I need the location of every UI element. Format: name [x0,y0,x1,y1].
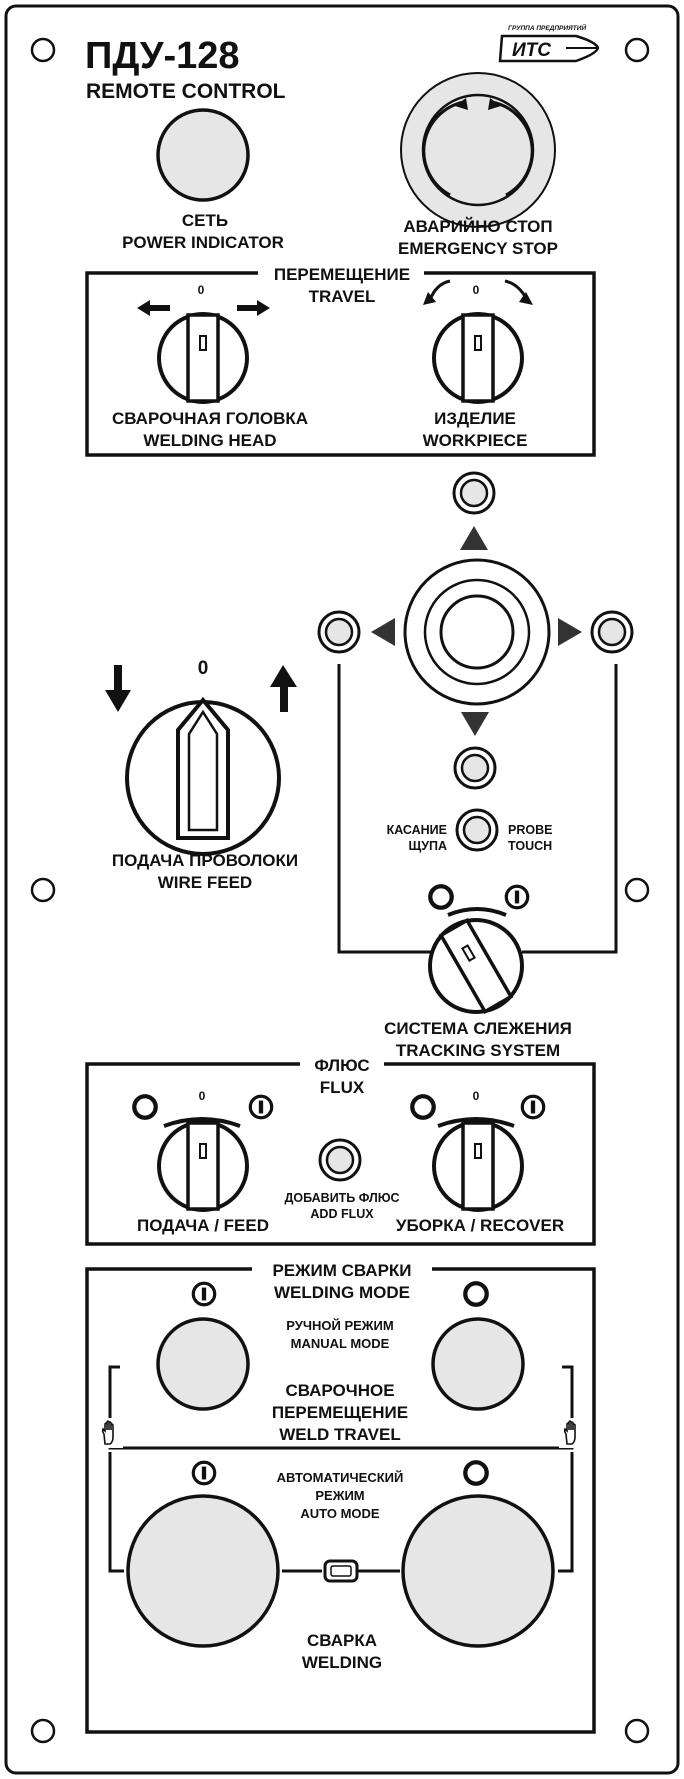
mounting-hole [30,1718,56,1744]
flux-section: ФЛЮС FLUX [85,1053,596,1246]
right-indicator-lamp [590,610,634,654]
weld-travel-label-ru-2: ПЕРЕМЕЩЕНИЕ [272,1403,408,1422]
weld-travel-bracket [108,1365,574,1450]
emergency-stop-button[interactable] [400,72,556,228]
switch-arc [437,1117,515,1128]
flux-feed-label: ПОДАЧА / FEED [137,1216,269,1235]
flux-title-ru: ФЛЮС [314,1056,369,1075]
weld-travel-label-ru-1: СВАРОЧНОЕ [285,1381,394,1400]
arrow-right-icon [558,618,582,646]
flux-feed-switch[interactable] [157,1120,249,1212]
welding-start-button[interactable] [126,1494,280,1648]
mode-title-en: WELDING MODE [274,1283,410,1302]
head-zero-mark: 0 [198,283,205,297]
mounting-hole [624,877,650,903]
arrow-down-icon [105,665,131,712]
welding-head-travel-switch[interactable] [157,312,249,404]
flux-title-en: FLUX [320,1078,365,1097]
add-flux-label-en: ADD FLUX [310,1207,374,1221]
svg-text:ИТС: ИТС [512,40,551,61]
workpiece-label-en: WORKPIECE [423,431,528,450]
workpiece-travel-switch[interactable] [432,312,524,404]
travel-section: ПЕРЕМЕЩЕНИЕ TRAVEL [85,262,596,457]
mounting-hole [30,877,56,903]
rotate-ccw-arrow-icon [422,100,465,197]
left-indicator-lamp [317,610,361,654]
welding-mode-section: РЕЖИМ СВАРКИ WELDING MODE [85,1258,596,1734]
manual-mode-label-en: MANUAL MODE [291,1336,390,1351]
down-indicator-lamp [453,746,497,790]
probe-label-ru-1: КАСАНИЕ [387,823,447,837]
estop-label-en: EMERGENCY STOP [398,239,558,258]
head-label-ru: СВАРОЧНАЯ ГОЛОВКА [112,409,308,428]
up-indicator-lamp [452,471,496,515]
interlock-link-icon [323,1559,359,1583]
tracking-label-ru: СИСТЕМА СЛЕЖЕНИЯ [384,1019,572,1038]
workpiece-zero-mark: 0 [473,283,480,297]
hand-icon [101,1420,114,1445]
welding-bracket-right [558,1452,574,1573]
tracking-bracket [337,664,618,954]
flux-feed-zero-mark: 0 [199,1089,206,1103]
wire-zero-mark: 0 [198,658,209,679]
auto-mode-label-ru-2: РЕЖИМ [315,1488,364,1503]
wire-feed-label-ru: ПОДАЧА ПРОВОЛОКИ [112,851,298,870]
wire-feed-switch[interactable] [125,696,281,856]
travel-title-en: TRAVEL [309,287,376,306]
head-label-en: WELDING HEAD [143,431,276,450]
welding-stop-button[interactable] [401,1494,555,1648]
model-title: ПДУ-128 [85,35,240,77]
model-subtitle: REMOTE CONTROL [86,80,286,103]
wire-feed-label-en: WIRE FEED [158,873,252,892]
arrow-right-icon [237,300,270,316]
its-logo: ГРУППА ПРЕДПРИЯТИЙ ИТС [498,23,600,63]
manual-travel-stop-button[interactable] [431,1317,525,1411]
tracking-label-en: TRACKING SYSTEM [396,1041,560,1060]
arrow-up-icon [270,665,297,712]
travel-title-ru: ПЕРЕМЕЩЕНИЕ [274,265,410,284]
power-label-ru: СЕТЬ [182,211,228,230]
flux-recover-label: УБОРКА / RECOVER [396,1216,564,1235]
arrow-up-icon [460,526,488,550]
power-indicator-lamp [156,108,250,202]
switch-arc [447,907,507,917]
auto-mode-label-en: AUTO MODE [300,1506,380,1521]
welding-label-en: WELDING [302,1653,382,1672]
flux-recover-switch[interactable] [432,1120,524,1212]
arrow-down-icon [461,712,489,736]
auto-mode-label-ru-1: АВТОМАТИЧЕСКИЙ [277,1470,404,1485]
mode-title-ru: РЕЖИМ СВАРКИ [272,1261,411,1280]
probe-label-en-1: PROBE [508,823,552,837]
estop-label-ru: АВАРИЙНО СТОП [403,217,552,236]
workpiece-label-ru: ИЗДЕЛИЕ [434,409,516,428]
tracking-system-switch[interactable] [428,918,524,1014]
joystick[interactable] [403,558,551,706]
power-label-en: POWER INDICATOR [122,233,284,252]
switch-arc [163,1117,241,1128]
probe-touch-lamp [455,808,499,852]
add-flux-lamp [318,1138,362,1182]
hand-icon [563,1420,576,1445]
rotate-cw-arrow-icon [491,100,534,197]
arrow-left-icon [371,618,395,646]
manual-travel-start-button[interactable] [156,1317,250,1411]
welding-label-ru: СВАРКА [307,1631,377,1650]
mounting-hole [624,37,650,63]
add-flux-label-ru: ДОБАВИТЬ ФЛЮС [285,1191,400,1205]
probe-label-en-2: TOUCH [508,839,552,853]
svg-text:ГРУППА ПРЕДПРИЯТИЙ: ГРУППА ПРЕДПРИЯТИЙ [508,23,586,32]
welding-bracket-left [108,1452,124,1573]
weld-travel-label-en: WELD TRAVEL [279,1425,401,1444]
manual-mode-label-ru: РУЧНОЙ РЕЖИМ [286,1318,393,1333]
arrow-left-icon [137,300,170,316]
mounting-hole [624,1718,650,1744]
flux-recover-zero-mark: 0 [473,1089,480,1103]
mounting-hole [30,37,56,63]
probe-label-ru-2: ЩУПА [408,839,447,853]
